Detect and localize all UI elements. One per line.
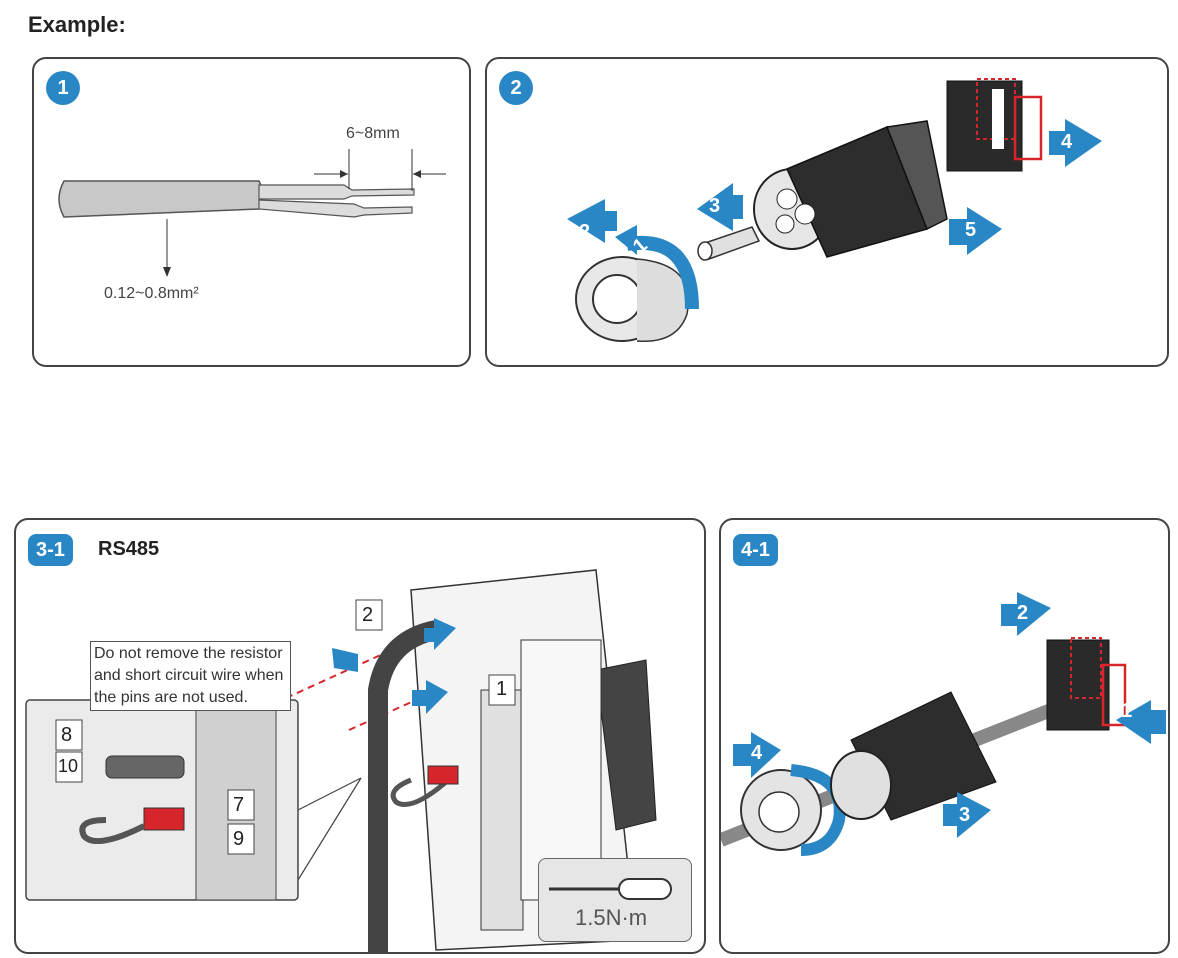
- step-label-2: 2: [1017, 602, 1029, 624]
- arrow-2: [567, 199, 617, 243]
- step-label-4: 4: [1061, 131, 1073, 153]
- swivel-nut: [575, 256, 690, 343]
- cross-section-label: 0.12~0.8mm²: [104, 285, 199, 302]
- step-2-panel: 2: [485, 57, 1169, 367]
- connector-reassembly-diagram: [721, 592, 1166, 856]
- step-3-1-panel: 3-1 RS485: [14, 518, 706, 954]
- cable-jacket: [58, 180, 264, 218]
- step-label-3: 3: [959, 804, 971, 826]
- arrow-1: [1116, 700, 1166, 744]
- step-4-1-panel: 4-1 1 2 3 4: [719, 518, 1170, 954]
- resistor-note: Do not remove the resistor and short cir…: [90, 641, 291, 711]
- arrow-2: [1001, 592, 1051, 636]
- page-title: Example:: [28, 12, 126, 37]
- step-1-badge: 1: [46, 71, 80, 105]
- pin-label-8: 8: [61, 724, 73, 746]
- step-label-1: 1: [1121, 700, 1133, 722]
- arrow-5: [949, 207, 1002, 255]
- rotate-arrow: [790, 764, 846, 856]
- sealing-insert: [697, 226, 761, 261]
- torque-value: 1.5N·m: [575, 905, 648, 930]
- cable-strip-diagram: [58, 149, 446, 277]
- pin-label-7: 7: [233, 794, 245, 816]
- pin-label-10: 10: [58, 756, 79, 776]
- step-3-1-badge: 3-1: [28, 534, 73, 566]
- inner-wire-top: [258, 184, 415, 200]
- step-2-badge: 2: [499, 71, 533, 105]
- step-label-3: 3: [709, 195, 721, 217]
- strip-length-label: 6~8mm: [346, 125, 400, 142]
- step-1-panel: 1 6~8mm 0.12~0.8mm²: [32, 57, 471, 367]
- torque-box: 1.5N·m: [538, 858, 692, 942]
- insert-arrow-1: [412, 680, 448, 714]
- pin-label-2: 2: [362, 604, 374, 626]
- terminal-block: [946, 78, 1043, 172]
- connector-disassembly-diagram: [567, 78, 1102, 343]
- rs485-wiring-diagram: [25, 569, 657, 952]
- rs485-heading: RS485: [98, 538, 160, 560]
- pin-label-1: 1: [496, 678, 508, 700]
- arrow-4: [733, 732, 781, 778]
- arrow-3: [697, 183, 743, 231]
- step-label-4: 4: [751, 742, 763, 764]
- pin-label-9: 9: [233, 828, 245, 850]
- connector-body: [753, 120, 948, 258]
- arrow-3: [943, 792, 991, 838]
- step-label-5: 5: [965, 219, 977, 241]
- rotate-arrow: [625, 235, 699, 310]
- connector-block: [410, 569, 657, 951]
- step-4-1-badge: 4-1: [733, 534, 778, 566]
- arrow-4: [1049, 119, 1102, 167]
- screwdriver-icon: [549, 878, 672, 900]
- step-label-2: 2: [579, 221, 591, 243]
- insert-arrow-2: [424, 618, 456, 650]
- inner-wire-bottom: [258, 199, 413, 218]
